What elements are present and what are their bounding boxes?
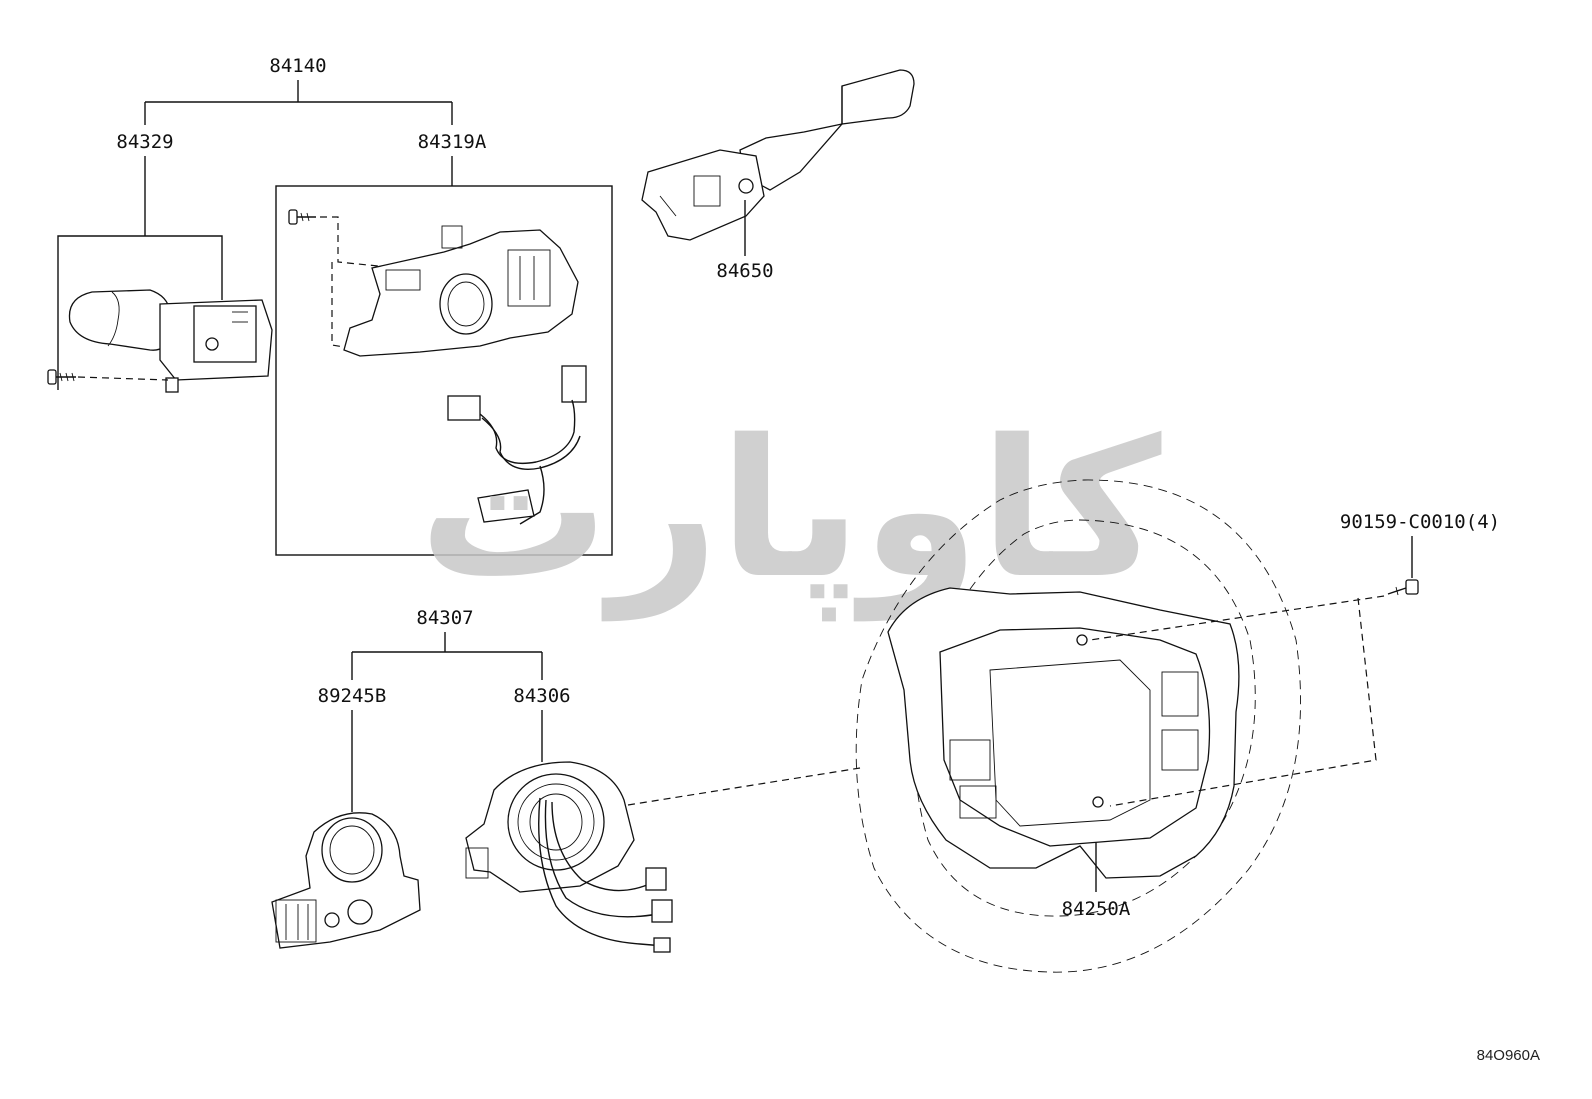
part-90159: 90159-C0010(4): [1089, 511, 1500, 807]
label-90159[interactable]: 90159-C0010(4): [1340, 511, 1500, 533]
wire-harness-drawing: [447, 365, 587, 525]
turn-signal-switch-drawing: [68, 289, 273, 393]
label-84329[interactable]: 84329: [116, 131, 173, 153]
part-84650: 84650: [641, 69, 915, 282]
screw-icon: [47, 369, 76, 385]
part-89245B: 89245B: [271, 685, 421, 949]
part-84250A: 84250A: [855, 479, 1301, 973]
angle-sensor-drawing: [271, 812, 421, 949]
label-84307[interactable]: 84307: [416, 607, 473, 629]
switch-body-drawing: [343, 225, 579, 357]
label-84140[interactable]: 84140: [269, 55, 326, 77]
part-84319A: 84319A: [275, 131, 613, 556]
steering-wheel-drawing: [855, 479, 1301, 973]
watermark-logo: کاوپارت: [419, 399, 1162, 622]
group-84140-bracket: 84140: [144, 55, 453, 125]
part-84329: 84329: [47, 131, 273, 393]
spiral-cable-drawing: [465, 761, 673, 953]
part-84306: 84306: [465, 685, 861, 953]
label-89245B[interactable]: 89245B: [318, 685, 387, 707]
screw-icon: [288, 209, 316, 225]
label-84306[interactable]: 84306: [513, 685, 570, 707]
label-84250A[interactable]: 84250A: [1062, 898, 1131, 920]
screw-icon: [1387, 579, 1419, 596]
drawing-code: 84O960A: [1477, 1047, 1540, 1064]
group-84307-bracket: 84307: [351, 607, 543, 680]
wiper-switch-drawing: [641, 69, 915, 241]
label-84650[interactable]: 84650: [716, 260, 773, 282]
label-84319A[interactable]: 84319A: [418, 131, 487, 153]
